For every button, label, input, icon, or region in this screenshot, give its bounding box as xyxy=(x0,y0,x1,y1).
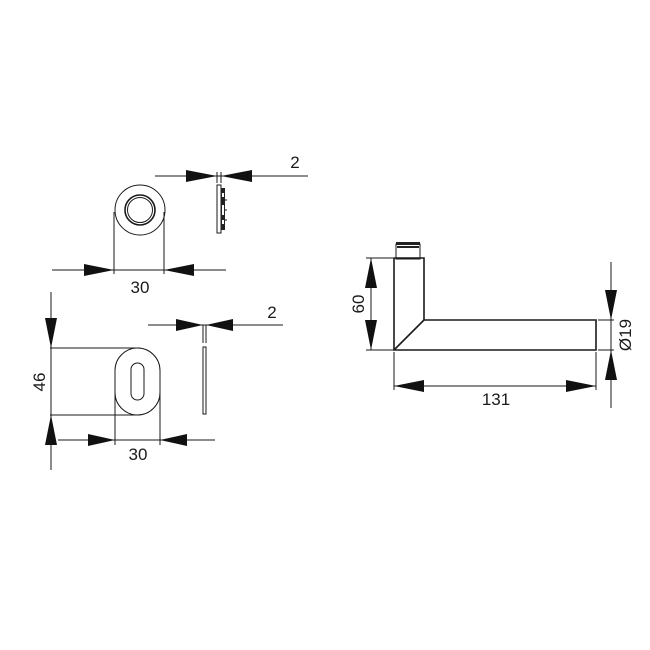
arrow-up-icon xyxy=(365,258,377,288)
arrow-down-icon xyxy=(45,318,57,348)
mitre-line xyxy=(393,319,425,351)
lever-height-dimension: 60 xyxy=(349,257,394,351)
lever-diameter-label: Ø19 xyxy=(616,319,635,351)
escutcheon-thickness-label: 2 xyxy=(267,303,276,322)
escutcheon-front-view xyxy=(50,347,161,445)
rose-side-view xyxy=(216,172,227,234)
escutcheon-height-dimension: 46 xyxy=(30,292,57,470)
arrow-right-icon xyxy=(186,170,217,182)
escutcheon-width-dimension: 30 xyxy=(58,434,215,464)
lever-length-label: 131 xyxy=(482,390,510,409)
escutcheon-oval xyxy=(114,347,161,416)
arrow-right-icon xyxy=(176,319,203,331)
arrow-down-icon xyxy=(365,320,377,350)
rose-width-dimension: 30 xyxy=(52,264,226,297)
lever-length-dimension: 131 xyxy=(393,352,597,409)
escutcheon-width-label: 30 xyxy=(129,445,148,464)
rose-outer-circle xyxy=(114,184,166,236)
arrow-left-icon xyxy=(206,319,233,331)
rose-thickness-dimension: 2 xyxy=(155,153,308,182)
rose-inner-ring xyxy=(124,194,156,226)
lever-diameter-dimension: Ø19 xyxy=(598,262,635,408)
arrow-down-icon xyxy=(605,290,617,320)
arrow-left-icon xyxy=(164,264,194,276)
lever-handle-side-view xyxy=(393,242,597,351)
rose-thickness-label: 2 xyxy=(290,153,299,172)
arrow-left-icon xyxy=(394,380,424,392)
round-rose-front-view xyxy=(113,184,166,274)
keyhole-slot xyxy=(130,362,145,401)
escutcheon-height-label: 46 xyxy=(30,373,49,392)
arrow-up-icon xyxy=(45,415,57,445)
arrow-left-icon xyxy=(160,434,187,446)
rose-width-label: 30 xyxy=(131,278,150,297)
rose-inner-circle xyxy=(127,197,153,223)
arrow-right-icon xyxy=(84,264,114,276)
arrow-right-icon xyxy=(566,380,596,392)
arrow-right-icon xyxy=(88,434,115,446)
arrow-up-icon xyxy=(605,350,617,380)
escutcheon-thickness-dimension: 2 xyxy=(148,303,283,331)
lever-height-label: 60 xyxy=(349,295,368,314)
arrow-left-icon xyxy=(221,170,252,182)
lever-outline xyxy=(393,257,597,351)
escutcheon-side-view xyxy=(202,325,207,415)
